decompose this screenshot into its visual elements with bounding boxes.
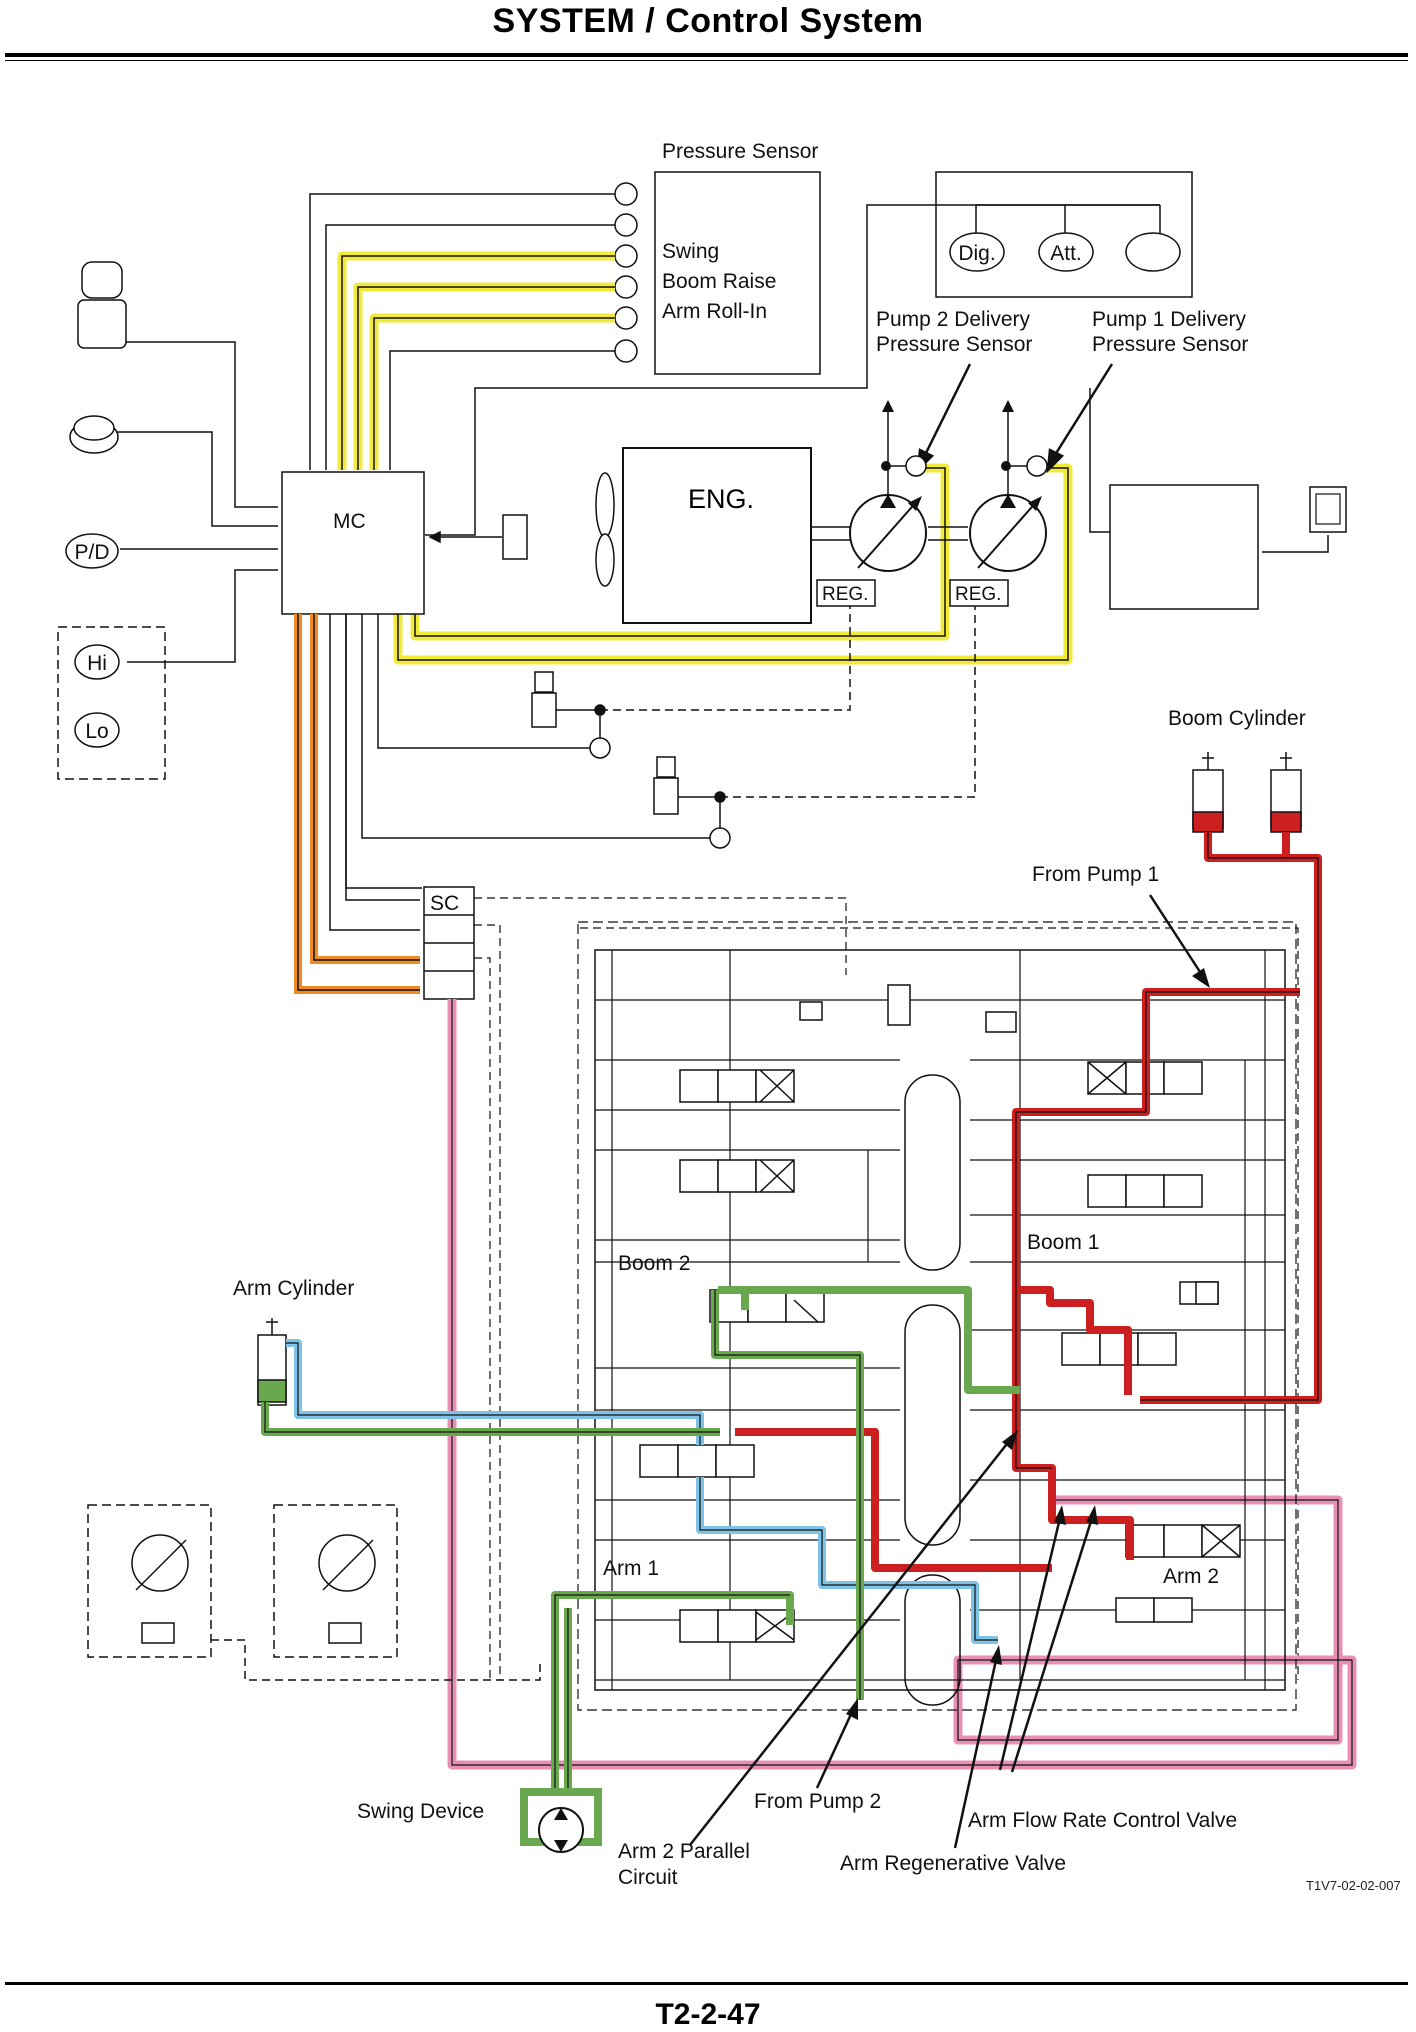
boom-cylinder-label: Boom Cylinder xyxy=(1168,707,1306,730)
dig-label: Dig. xyxy=(958,242,995,265)
pink-drain-line xyxy=(447,999,1357,1770)
mc-input-lines xyxy=(95,341,278,663)
arm-1-label: Arm 1 xyxy=(603,1557,659,1580)
arm-regenerative-valve-label: Arm Regenerative Valve xyxy=(840,1852,1066,1875)
dial-icon xyxy=(69,415,119,454)
green-pump2-circuit xyxy=(261,1286,1020,1795)
pump2-delivery-label-2: Pressure Sensor xyxy=(876,333,1032,356)
footer-rule xyxy=(5,1982,1408,1985)
hi-lo-switch-box xyxy=(57,626,166,780)
arm-2-parallel-label-1: Arm 2 Parallel xyxy=(618,1840,750,1863)
pressure-sensor-circles xyxy=(614,182,638,363)
mc-label: MC xyxy=(333,510,366,533)
control-valve-outline xyxy=(577,921,1297,1711)
pump1-delivery-label-1: Pump 1 Delivery xyxy=(1092,308,1247,331)
orange-solenoid-lines xyxy=(294,614,420,994)
pump-2 xyxy=(849,400,927,572)
fan-icon xyxy=(595,472,615,587)
key-switch-icon xyxy=(77,261,127,349)
spool-valves xyxy=(639,984,1241,1643)
pump1-delivery-label-2: Pressure Sensor xyxy=(1092,333,1248,356)
from-pump-1-label: From Pump 1 xyxy=(1032,863,1159,886)
red-pump1-circuit xyxy=(735,832,1322,1572)
swing-sensor-label: Swing xyxy=(662,240,719,263)
boom-cylinders xyxy=(1192,752,1302,833)
monitor-controller xyxy=(1109,484,1259,610)
arm-2-parallel-label-2: Circuit xyxy=(618,1866,678,1889)
control-valve-body xyxy=(594,949,1286,1691)
reg-right-label: REG. xyxy=(955,584,1001,605)
pressure-sensor-block xyxy=(654,171,821,375)
from-pump-2-label: From Pump 2 xyxy=(754,1790,881,1813)
boom-2-label: Boom 2 xyxy=(618,1252,690,1275)
pd-label: P/D xyxy=(74,541,109,564)
arm-cylinder xyxy=(257,1318,287,1406)
pd-switch xyxy=(65,533,119,569)
boom-raise-sensor-label: Boom Raise xyxy=(662,270,776,293)
eng-label: ENG. xyxy=(688,484,754,514)
page-title: SYSTEM / Control System xyxy=(492,2,924,40)
arm-2-label: Arm 2 xyxy=(1163,1565,1219,1588)
pump-1 xyxy=(969,400,1048,572)
pump2-delivery-label-1: Pump 2 Delivery xyxy=(876,308,1031,331)
solenoid-valve-unit xyxy=(423,886,475,1000)
dig-switch xyxy=(949,232,1005,272)
att-label: Att. xyxy=(1050,242,1082,265)
header-rule xyxy=(5,53,1408,57)
signal-lines xyxy=(309,193,1160,661)
reg-left-label: REG. xyxy=(822,584,868,605)
arm-flow-rate-control-valve-label: Arm Flow Rate Control Valve xyxy=(968,1809,1237,1832)
lo-label: Lo xyxy=(85,720,108,743)
figure-code: T1V7-02-02-007 xyxy=(1306,1878,1401,1893)
hi-label: Hi xyxy=(87,652,107,675)
engine-block xyxy=(622,447,812,624)
att-switch xyxy=(1038,232,1094,272)
swing-device-label: Swing Device xyxy=(357,1800,484,1823)
arm-roll-in-sensor-label: Arm Roll-In xyxy=(662,300,767,323)
header-rule-thin xyxy=(5,60,1408,61)
mc-controller xyxy=(281,471,425,615)
page-number: T2-2-47 xyxy=(655,1998,761,2031)
mode-switch-block xyxy=(935,171,1193,298)
pressure-sensor-label: Pressure Sensor xyxy=(662,140,818,163)
sc-label: SC xyxy=(430,892,459,915)
arm-cylinder-label: Arm Cylinder xyxy=(233,1277,354,1300)
blank-switch xyxy=(1125,232,1181,272)
boom-1-label: Boom 1 xyxy=(1027,1231,1099,1254)
swing-pump-units xyxy=(87,1504,541,1681)
